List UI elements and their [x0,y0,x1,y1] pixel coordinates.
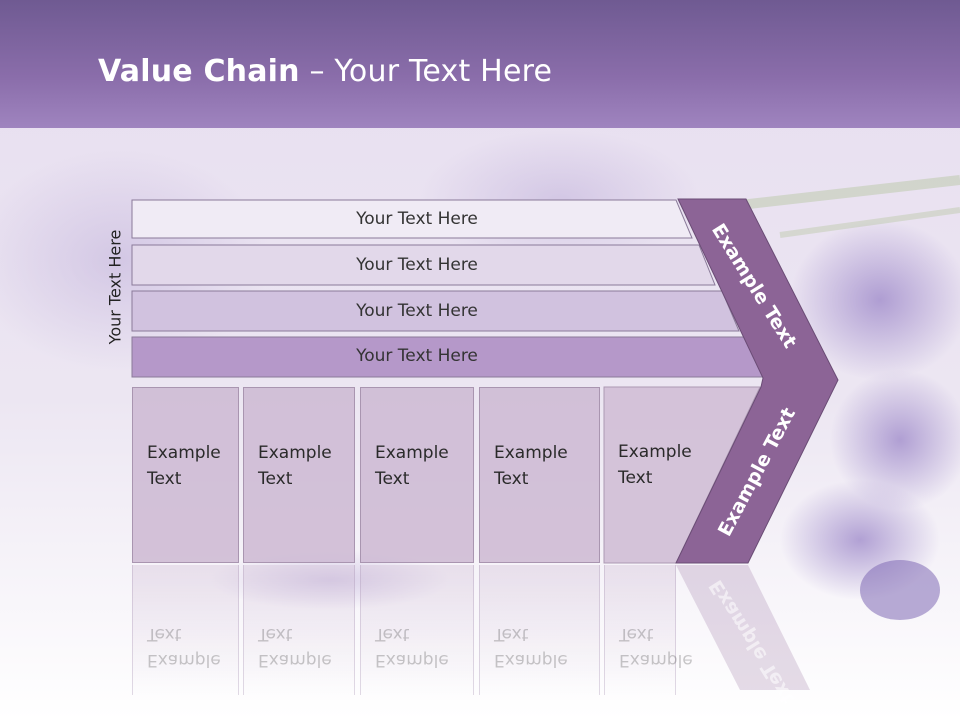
primary-box-3: Example Text [360,387,474,563]
title-rest: – Your Text Here [299,54,553,89]
support-bar-3 [131,290,740,332]
primary-box-3-label: Example Text [375,443,449,489]
primary-box-2-label: Example Text [258,443,332,489]
primary-box-5-label: Example Text [618,442,692,488]
primary-box-1-label: Example Text [147,443,221,489]
chevron-arrow [675,198,839,564]
primary-box-5: Example Text [604,387,692,563]
support-bar-1-label-wrap: Your Text Here [132,200,692,238]
support-bar-2-label: Your Text Here [356,255,478,275]
support-bar-1 [131,199,693,239]
title-bold: Value Chain [98,54,300,89]
slide-title: Value Chain – Your Text Here [98,54,552,89]
chevron-reflection [676,565,810,690]
primary-box-2: Example Text [243,387,355,563]
support-bar-1-label: Your Text Here [356,209,478,229]
primary-box-1: Example Text [132,387,239,563]
primary-box-4: Example Text [479,387,600,563]
title-band [0,0,960,128]
support-bar-3-label: Your Text Here [356,301,478,321]
support-bar-2-label-wrap: Your Text Here [132,246,702,284]
support-bar-4-label-wrap: Your Text Here [132,337,702,375]
support-bar-3-label-wrap: Your Text Here [132,292,702,330]
support-bar-4-label: Your Text Here [356,346,478,366]
primary-box-4-label: Example Text [494,443,568,489]
support-bar-2 [131,244,716,286]
